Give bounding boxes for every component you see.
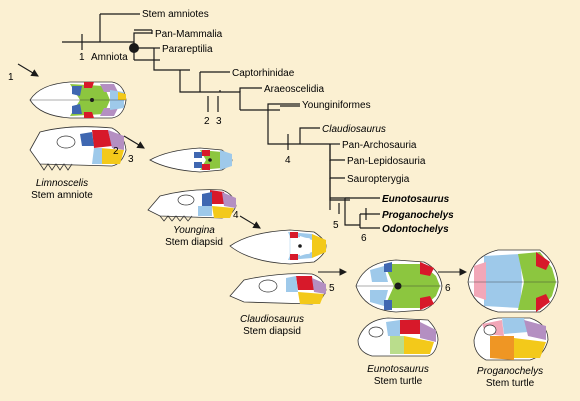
arrow-step-2 <box>123 135 145 149</box>
marker-4: 4 <box>285 155 291 166</box>
cladogram <box>62 13 380 229</box>
arrow-step-4 <box>239 215 261 229</box>
skull-claudiosaurus-lateral <box>229 273 327 305</box>
branch-sauria <box>329 144 350 201</box>
skull-limnoscelis-dorsal <box>29 81 127 119</box>
marker-labels: 1 2 3 4 5 6 <box>79 52 367 244</box>
taxon-araeoscelidia: Araeoscelidia <box>264 84 324 95</box>
marker-6: 6 <box>361 233 367 244</box>
step-label-6: 6 <box>445 283 451 294</box>
caption-eunotosaurus-genus: Eunotosaurus <box>367 364 429 375</box>
skull-claudiosaurus-dorsal <box>229 229 327 265</box>
skull-youngina-lateral <box>147 189 237 222</box>
skull-youngina-dorsal <box>149 147 233 173</box>
marker-2: 2 <box>204 116 210 127</box>
caption-proganochelys-genus: Proganochelys <box>477 366 543 377</box>
taxon-eunotosaurus: Eunotosaurus <box>382 194 450 205</box>
node-label-amniota: Amniota <box>91 52 128 63</box>
taxon-sauropterygia: Sauropterygia <box>347 174 410 185</box>
skull-proganochelys-dorsal <box>467 249 559 313</box>
branch-sauropterygia <box>329 160 345 179</box>
marker-5: 5 <box>333 220 339 231</box>
branch-pantestudines <box>344 198 380 229</box>
branch-root <box>62 13 140 43</box>
marker-1: 1 <box>79 52 85 63</box>
caption-claudiosaurus-type: Stem diapsid <box>243 326 301 337</box>
caption-proganochelys-type: Stem turtle <box>486 378 535 389</box>
taxon-odontochelys: Odontochelys <box>382 224 449 235</box>
caption-youngina-genus: Youngina <box>173 225 215 236</box>
step-label-3: 3 <box>128 154 134 165</box>
taxon-labels: Stem amniotes Pan-Mammalia Parareptilia … <box>142 9 454 235</box>
taxon-claudiosaurus: Claudiosaurus <box>322 124 386 135</box>
step-label-4: 4 <box>233 210 239 221</box>
caption-eunotosaurus-type: Stem turtle <box>374 376 423 387</box>
amniota-node-dot <box>129 43 139 53</box>
branch-neodiapsida <box>267 105 300 145</box>
step-label-1: 1 <box>8 72 14 83</box>
taxon-pan-mammalia: Pan-Mammalia <box>155 29 223 40</box>
caption-claudiosaurus-genus: Claudiosaurus <box>240 314 304 325</box>
taxon-pan-archosauria: Pan-Archosauria <box>342 140 417 151</box>
skull-eunotosaurus-dorsal <box>355 259 443 313</box>
arrow-step-1 <box>17 63 39 77</box>
skull-limnoscelis-lateral <box>29 126 127 171</box>
taxon-stem-amniotes: Stem amniotes <box>142 9 209 20</box>
taxon-proganochelys: Proganochelys <box>382 210 454 221</box>
marker-3: 3 <box>216 116 222 127</box>
step-label-5: 5 <box>329 283 335 294</box>
taxon-parareptilia: Parareptilia <box>162 44 213 55</box>
step-label-2: 2 <box>113 146 119 157</box>
branch-araeoscelidia <box>239 87 262 92</box>
caption-limnoscelis-type: Stem amniote <box>31 190 93 201</box>
caption-youngina-type: Stem diapsid <box>165 237 223 248</box>
branch-claudiosaurus-node <box>299 127 330 145</box>
taxon-pan-lepidosauria: Pan-Lepidosauria <box>347 156 426 167</box>
branch-eureptilia <box>179 70 220 93</box>
branch-younginiformes <box>267 103 300 110</box>
skull-proganochelys-lateral <box>473 317 549 361</box>
caption-limnoscelis-genus: Limnoscelis <box>36 178 88 189</box>
skull-eunotosaurus-lateral <box>357 317 439 357</box>
taxon-captorhinidae: Captorhinidae <box>232 68 295 79</box>
taxon-younginiformes: Younginiformes <box>302 100 371 111</box>
